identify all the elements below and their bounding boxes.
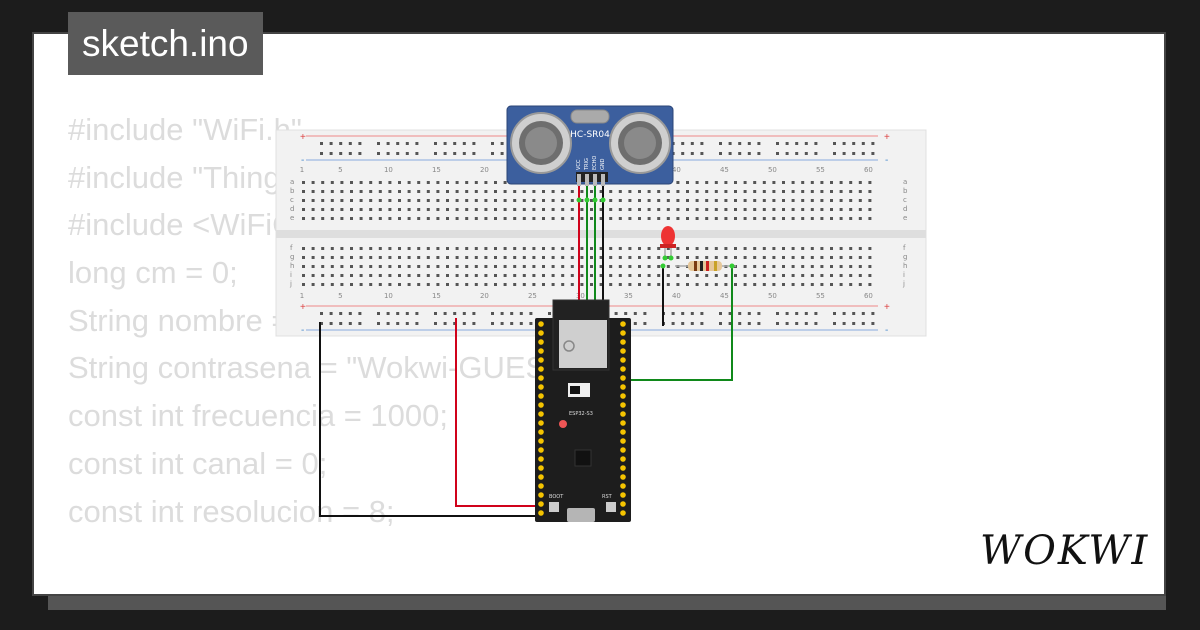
wire-red-vcc [455,318,540,507]
breadboard-column-label: 40 [672,292,681,300]
breadboard-column-label: 30 [576,292,585,300]
breadboard-column-label: 40 [672,166,681,174]
wokwi-logo-text: WOKWI [980,528,1149,574]
breadboard-row-label: h [903,262,907,270]
code-line: const int resolucion = 8; [68,493,395,529]
boot-button[interactable] [549,502,559,512]
breadboard-row-label: f [290,244,293,252]
breadboard-column-label: 55 [816,292,825,300]
breadboard-column-label: 5 [338,166,342,174]
wire-endpoints [576,197,735,269]
rail-minus-label: - [301,155,304,166]
breadboard-column-label: 45 [720,166,729,174]
breadboard-row-label: g [903,253,907,261]
breadboard-row-label: e [290,214,294,222]
rst-button[interactable] [606,502,616,512]
breadboard-column-label: 1 [300,292,304,300]
rail-plus-label-right: + [884,132,890,143]
breadboard-row-label: d [903,205,907,213]
sensor-pin-label: VCC [576,159,582,170]
rail-minus-label-bottom-right: - [885,325,888,336]
breadboard-column-label: 45 [720,292,729,300]
breadboard-row-label: a [903,178,907,186]
sensor-pin-label: ECHO [592,156,598,170]
rst-label: RST [602,494,613,500]
breadboard-column-label: 60 [864,166,873,174]
sensor-pin-label: GND [600,158,606,170]
code-line: const int canal = 0; [68,445,328,481]
breadboard-row-label: j [902,280,905,288]
breadboard-row-label: b [290,187,295,195]
resistor[interactable] [675,261,736,271]
breadboard-row-label: j [289,280,292,288]
breadboard-column-label: 50 [768,166,777,174]
rail-plus-label-bottom-right: + [884,302,890,313]
rail-plus-label-bottom: + [300,302,306,313]
sensor-label: HC-SR04 [570,130,610,140]
boot-label: BOOT [549,494,564,500]
breadboard-column-label: 20 [480,166,489,174]
breadboard-column-label: 1 [300,166,304,174]
board-pin-headers [538,321,626,516]
breadboard-column-label: 10 [384,292,393,300]
breadboard-column-label: 25 [528,292,537,300]
usb-port[interactable] [567,508,595,522]
code-line: WiFiClient cliente; [68,583,585,594]
rail-minus-label-bottom: - [301,325,304,336]
breadboard-row-label: a [290,178,294,186]
code-line: long cm = 0; [68,255,238,291]
breadboard-row-label: f [903,244,906,252]
breadboard-column-label: 15 [432,166,441,174]
esp32-board[interactable]: ESP32-S3 BOOT RST [535,299,631,522]
breadboard-column-label: 15 [432,292,441,300]
breadboard-column-label: 50 [768,292,777,300]
breadboard-row-label: i [903,271,905,279]
rail-minus-label-right: - [885,155,888,166]
breadboard-column-label: 5 [338,292,342,300]
breadboard-row-label: b [903,187,908,195]
chip-label: ESP32-S3 [569,411,593,417]
sensor-pin-label: TRIG [584,158,590,171]
breadboard-row-label: h [290,262,294,270]
breadboard-row-label: c [290,196,294,204]
breadboard-column-label: 35 [624,292,633,300]
breadboard-column-label: 55 [816,166,825,174]
rail-plus-label: + [300,132,306,143]
breadboard-row-label: c [903,196,907,204]
breadboard-row-label: e [903,214,907,222]
breadboard-row-label: i [290,271,292,279]
breadboard-row-label: g [290,253,294,261]
wire-black-gnd [319,322,540,517]
wire-green-led [624,266,733,381]
breadboard-row-label: d [290,205,294,213]
breadboard-column-label: 20 [480,292,489,300]
breadboard-column-label: 10 [384,166,393,174]
file-tab[interactable]: sketch.ino [68,12,263,75]
code-line: const int frecuencia = 1000; [68,398,448,434]
breadboard-column-label: 60 [864,292,873,300]
wokwi-logo: WOKWI [980,528,1149,574]
